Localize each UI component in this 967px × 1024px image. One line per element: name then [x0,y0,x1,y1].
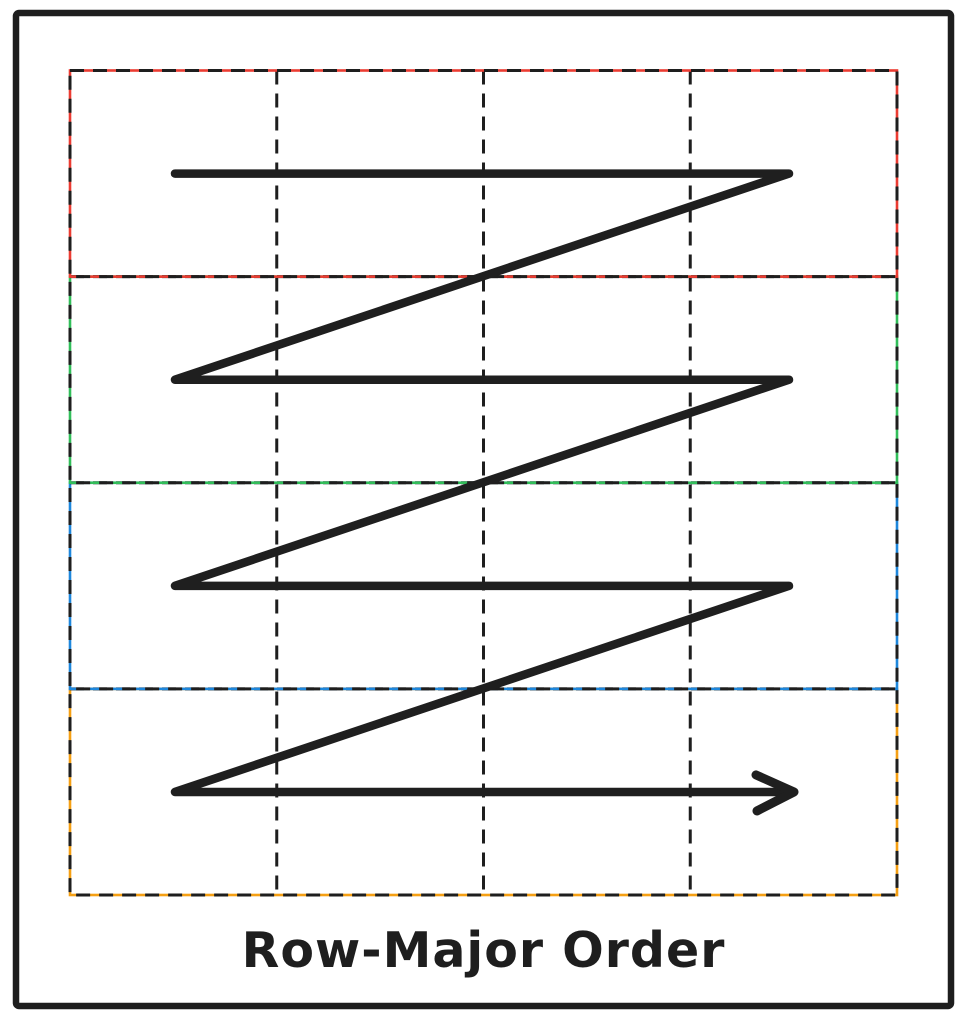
row-border-orange-dashes [68,687,899,897]
row-border-red-dashes [68,69,899,279]
traversal-path [170,169,794,797]
row-border-blue-dashes [68,481,899,691]
arrowhead-icon [751,770,799,816]
diagram-caption: Row-Major Order [241,922,726,979]
outer-frame [12,9,955,1010]
row-border-green-dashes [68,275,899,485]
